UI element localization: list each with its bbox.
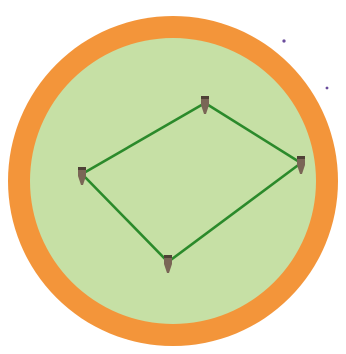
speck-mark [326,87,329,90]
speck-mark [282,39,285,42]
grass-field [30,38,316,324]
